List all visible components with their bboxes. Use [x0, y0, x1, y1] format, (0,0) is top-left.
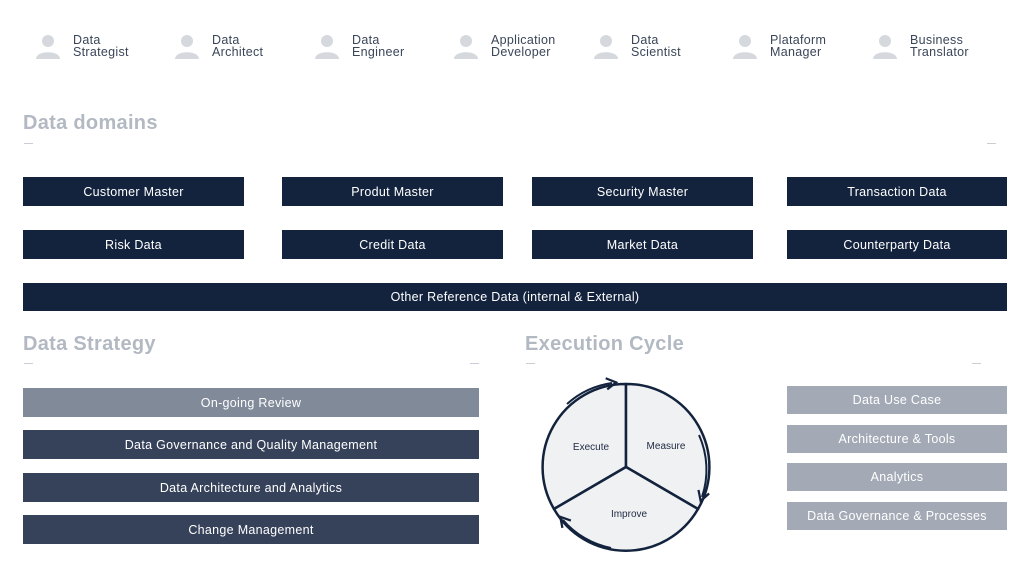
role-label: Plataform Manager: [770, 33, 827, 59]
domain-customer-master: Customer Master: [23, 177, 244, 206]
divider: [987, 143, 996, 144]
domain-security-master: Security Master: [532, 177, 753, 206]
role-label: Data Scientist: [631, 33, 681, 59]
user-icon: [175, 35, 199, 59]
domain-product-master: Produt Master: [282, 177, 503, 206]
role-label: Data Engineer: [352, 33, 405, 59]
role-label: Data Strategist: [73, 33, 129, 59]
strategy-data-architecture: Data Architecture and Analytics: [23, 473, 479, 502]
domain-other-reference-data: Other Reference Data (internal & Externa…: [23, 283, 1007, 311]
role-data-architect: Data Architect: [174, 30, 263, 62]
cycle-arrow-right: [697, 434, 710, 504]
role-data-engineer: Data Engineer: [314, 30, 404, 62]
exec-data-governance-processes: Data Governance & Processes: [787, 502, 1007, 530]
domain-transaction-data: Transaction Data: [787, 177, 1007, 206]
domain-market-data: Market Data: [532, 230, 753, 259]
role-label: Business Translator: [910, 33, 969, 59]
cycle-label-improve: Improve: [611, 509, 648, 520]
execution-cycle-title: Execution Cycle: [525, 333, 685, 355]
exec-analytics: Analytics: [787, 463, 1007, 491]
domain-counterparty-data: Counterparty Data: [787, 230, 1007, 259]
role-label: Data Architect: [212, 33, 264, 59]
strategy-ongoing-review: On-going Review: [23, 388, 479, 417]
role-business-translator: Business Translator: [872, 30, 969, 62]
user-icon: [733, 35, 757, 59]
strategy-data-governance: Data Governance and Quality Management: [23, 430, 479, 459]
domain-risk-data: Risk Data: [23, 230, 244, 259]
cycle-arrow-bottom: [558, 515, 612, 549]
data-domains-title: Data domains: [23, 112, 158, 134]
role-data-scientist: Data Scientist: [593, 30, 681, 62]
exec-data-use-case: Data Use Case: [787, 386, 1007, 414]
divider: [24, 143, 33, 144]
data-strategy-title: Data Strategy: [23, 333, 156, 355]
divider: [24, 363, 33, 364]
user-icon: [873, 35, 897, 59]
strategy-change-management: Change Management: [23, 515, 479, 544]
cycle-arrow-top: [566, 377, 619, 405]
user-icon: [594, 35, 618, 59]
divider: [526, 363, 535, 364]
role-data-strategist: Data Strategist: [35, 30, 129, 62]
cycle-label-execute: Execute: [573, 442, 610, 453]
execution-cycle-diagram: Execute Measure Improve: [541, 377, 711, 552]
role-platform-manager: Plataform Manager: [732, 30, 826, 62]
user-icon: [315, 35, 339, 59]
divider: [972, 363, 981, 364]
user-icon: [36, 35, 60, 59]
divider: [470, 363, 479, 364]
exec-architecture-tools: Architecture & Tools: [787, 425, 1007, 453]
role-application-developer: Application Developer: [453, 30, 555, 62]
cycle-label-measure: Measure: [647, 441, 686, 452]
user-icon: [454, 35, 478, 59]
role-label: Application Developer: [491, 33, 556, 59]
domain-credit-data: Credit Data: [282, 230, 503, 259]
